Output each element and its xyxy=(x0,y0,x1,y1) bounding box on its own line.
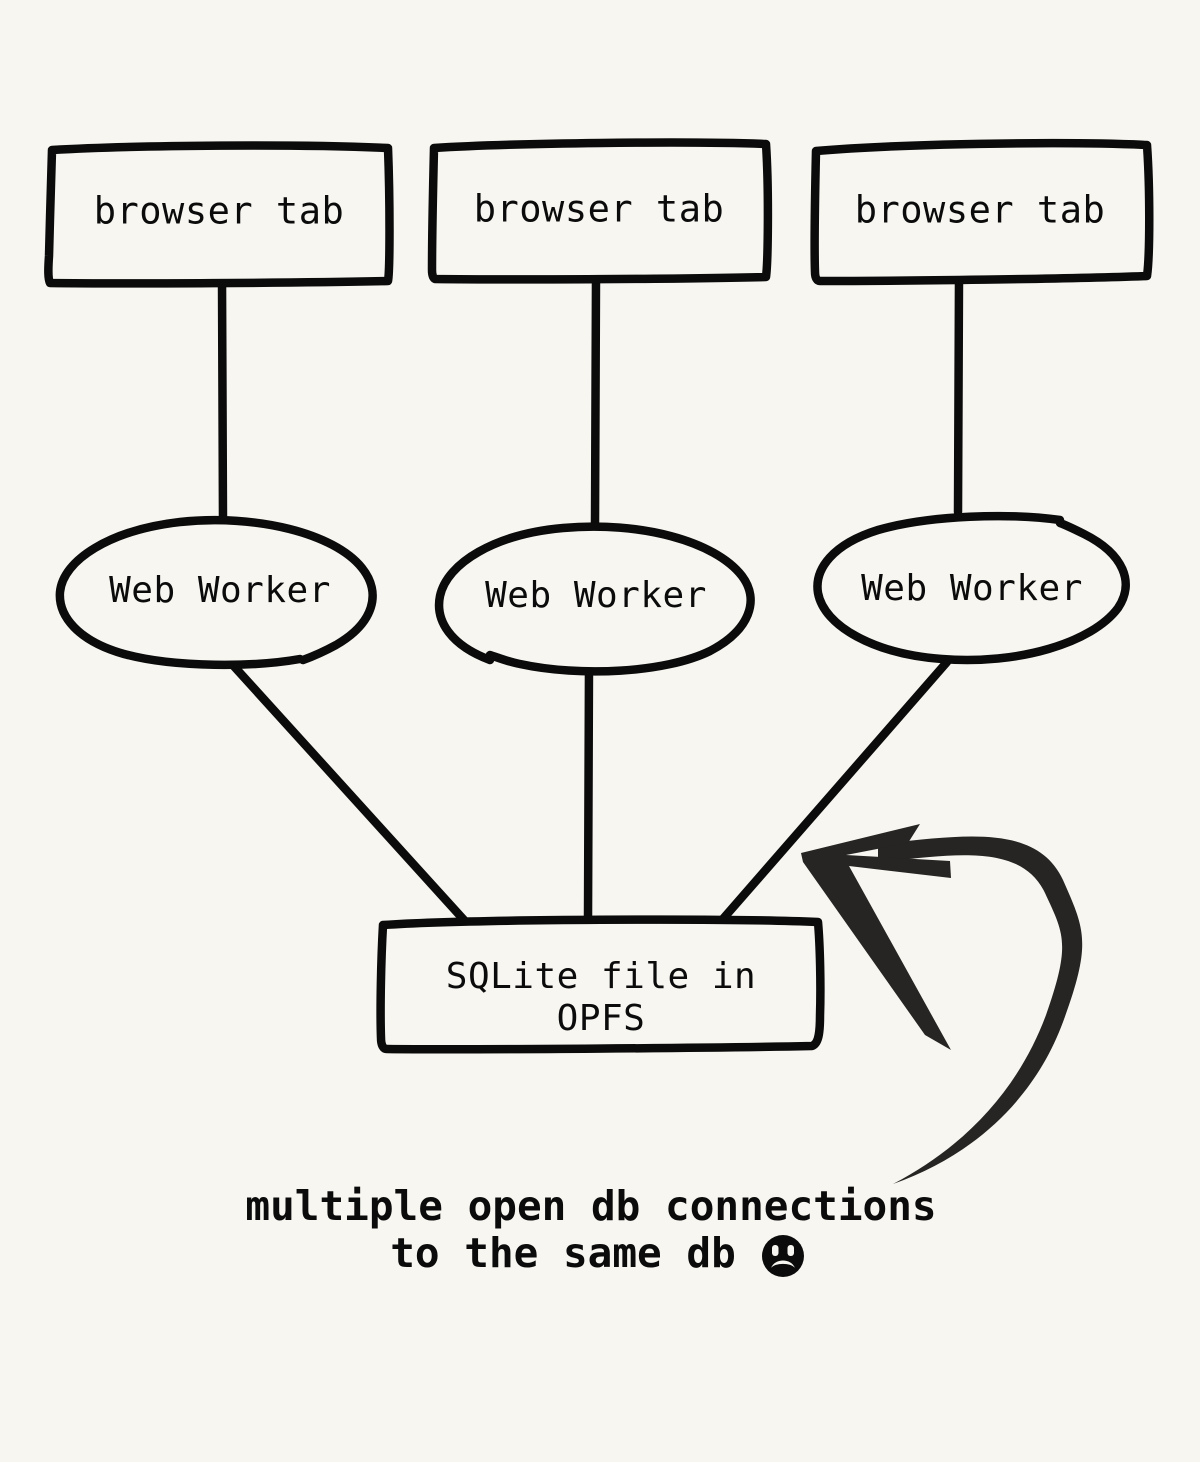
edge-tab3-worker3 xyxy=(953,273,964,517)
browser-tab-3-label: browser tab xyxy=(855,189,1106,232)
edge-worker1-store xyxy=(226,658,469,925)
frowning-face-icon xyxy=(762,1235,804,1277)
browser-tab-2-label: browser tab xyxy=(474,188,725,231)
web-worker-1-body xyxy=(58,521,372,667)
web-worker-1[interactable]: Web Worker xyxy=(55,515,377,670)
edge-worker2-store xyxy=(583,659,594,923)
browser-tab-3[interactable]: browser tab xyxy=(810,138,1154,286)
web-worker-3-outline xyxy=(813,511,1130,665)
sqlite-file-opfs-label-line2: OPFS xyxy=(557,998,646,1039)
edge-tab1-worker1 xyxy=(217,275,228,527)
web-worker-1-label: Web Worker xyxy=(109,570,331,611)
annotation-caption-line1: multiple open db connections xyxy=(245,1182,936,1230)
web-worker-3[interactable]: Web Worker xyxy=(813,511,1130,665)
frowning-face-eye-left xyxy=(772,1245,779,1256)
edge-group-worker-to-store xyxy=(226,657,952,925)
web-worker-2-body xyxy=(437,526,752,668)
web-worker-2[interactable]: Web Worker xyxy=(434,522,755,676)
browser-tab-2[interactable]: browser tab xyxy=(427,138,773,284)
sqlite-file-opfs-outline xyxy=(376,915,825,1054)
frowning-face-eye-right xyxy=(787,1245,794,1256)
browser-tab-1-outline xyxy=(44,141,394,288)
browser-tab-3-body xyxy=(814,142,1150,281)
annotation-arrow-head xyxy=(801,824,951,1050)
browser-tab-2-outline xyxy=(427,138,773,284)
web-worker-3-label: Web Worker xyxy=(861,568,1083,609)
annotation-caption-line2: to the same db xyxy=(390,1229,736,1277)
browser-tab-1-label: browser tab xyxy=(94,190,345,233)
annotation-caption: multiple open db connections to the same… xyxy=(245,1182,937,1277)
browser-tab-1[interactable]: browser tab xyxy=(44,141,394,288)
web-worker-3-body xyxy=(816,517,1130,660)
edge-group-tab-to-worker xyxy=(217,273,964,529)
edge-tab2-worker2 xyxy=(590,273,601,529)
frowning-face-mouth xyxy=(771,1260,795,1268)
sqlite-file-opfs-body xyxy=(381,918,821,1049)
sqlite-file-opfs-label-line1: SQLite file in xyxy=(446,956,756,997)
browser-tab-2-body xyxy=(432,142,769,279)
web-worker-2-label: Web Worker xyxy=(485,575,707,616)
edge-worker3-store xyxy=(717,657,952,925)
web-worker-1-outline xyxy=(55,515,377,670)
browser-tab-1-body xyxy=(49,143,390,283)
browser-tab-3-outline xyxy=(810,138,1154,286)
web-worker-2-outline xyxy=(434,522,755,676)
frowning-face-disk xyxy=(762,1235,804,1277)
sqlite-file-opfs[interactable]: SQLite file in OPFS xyxy=(376,915,825,1054)
annotation-arrow xyxy=(801,824,1083,1184)
